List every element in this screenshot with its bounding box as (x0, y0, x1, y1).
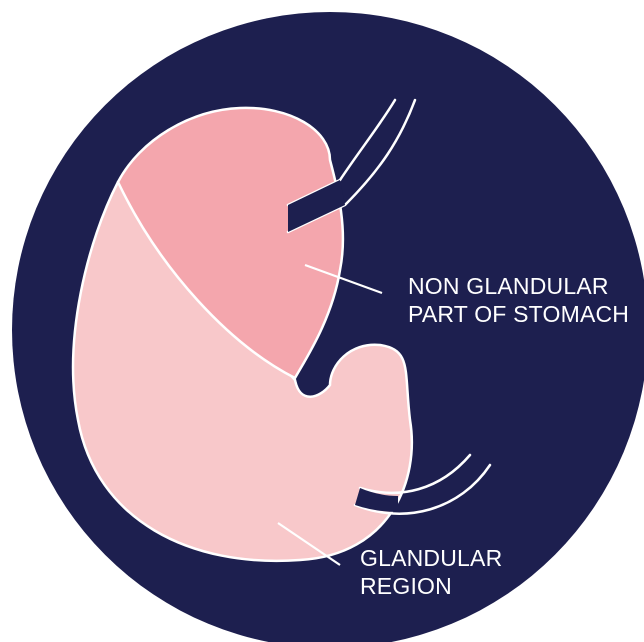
glandular-label-line2: REGION (360, 572, 502, 600)
glandular-label-line1: GLANDULAR (360, 544, 502, 572)
glandular-label: GLANDULAR REGION (360, 544, 502, 600)
non-glandular-label-line1: NON GLANDULAR (408, 272, 629, 300)
non-glandular-label-line2: PART OF STOMACH (408, 300, 629, 328)
non-glandular-label: NON GLANDULAR PART OF STOMACH (408, 272, 629, 328)
